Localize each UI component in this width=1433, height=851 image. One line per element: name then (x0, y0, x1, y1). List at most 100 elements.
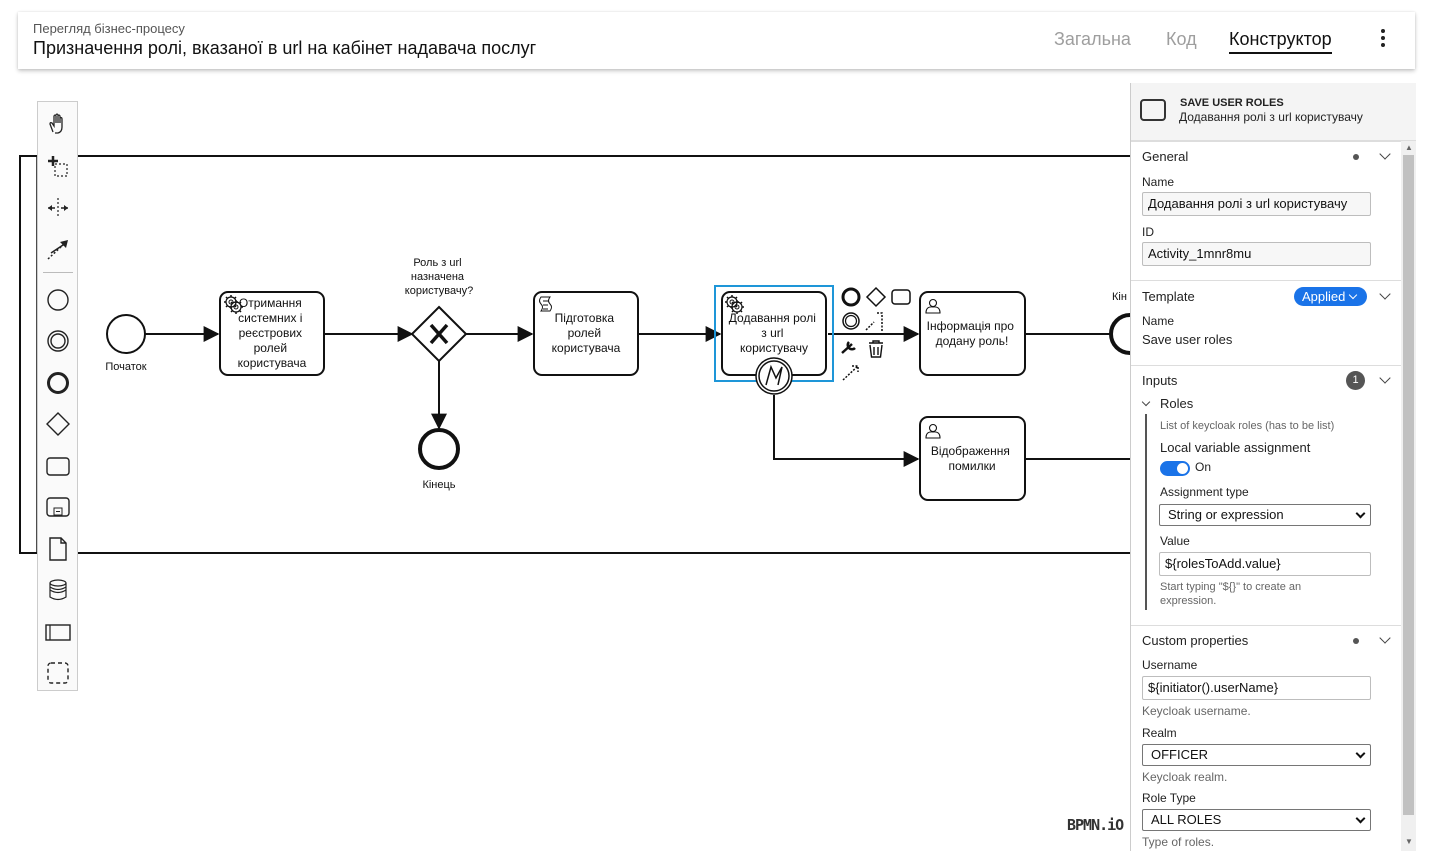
section-inputs: Inputs 1 Roles List of keycloak roles (h… (1131, 365, 1401, 626)
realm-select[interactable]: OFFICER (1142, 744, 1371, 766)
lasso-tool-icon[interactable] (45, 153, 71, 179)
gateway-icon[interactable] (45, 411, 71, 437)
end-event-1[interactable]: Кінець (418, 428, 460, 491)
gateway-x-icon (429, 323, 449, 345)
end-event-2[interactable]: Кін (1109, 291, 1130, 355)
section-inputs-title[interactable]: Inputs (1142, 373, 1178, 388)
global-connect-tool-icon[interactable] (45, 236, 71, 262)
name-input[interactable]: Додавання ролі з url користувачу (1142, 192, 1371, 216)
value-textarea[interactable]: ${rolesToAdd.value} (1159, 552, 1371, 576)
sequence-flows[interactable] (145, 326, 1130, 467)
append-end-event-icon (841, 287, 861, 307)
pool-icon[interactable] (45, 619, 71, 645)
realm-hint: Keycloak realm. (1142, 770, 1228, 784)
start-event-icon[interactable] (45, 287, 71, 313)
service-task-icon (1140, 99, 1166, 121)
svg-text:Відображення помилки: Відображення помилки (931, 444, 1013, 473)
tab-code[interactable]: Код (1166, 29, 1197, 49)
element-type: SAVE USER ROLES (1180, 97, 1284, 109)
start-event-label: Початок (105, 361, 146, 373)
value-label: Value (1160, 534, 1190, 548)
roles-chevron-icon[interactable] (1141, 397, 1151, 407)
page-header: Перегляд бізнес-процесу Призначення ролі… (18, 12, 1415, 69)
section-dot-indicator (1353, 154, 1359, 160)
template-name-label: Name (1142, 314, 1175, 328)
error-icon (765, 364, 783, 386)
local-variable-toggle[interactable] (1160, 461, 1190, 476)
template-name-value: Save user roles (1142, 332, 1233, 347)
chevron-down-icon[interactable] (1379, 372, 1391, 384)
change-type-wrench-icon (841, 341, 856, 354)
section-template: Template Applied Name Save user roles (1131, 280, 1401, 365)
data-store-icon[interactable] (45, 577, 71, 603)
task-get-roles[interactable]: Отримання системних і реєстрових ролей к… (219, 291, 325, 376)
task-show-error[interactable]: Відображення помилки (919, 416, 1026, 501)
bpmn-diagram[interactable]: Початок Отримання системних і реєстрових… (0, 0, 1130, 851)
assignment-type-select[interactable]: String or expression (1159, 504, 1371, 526)
script-task-icon (539, 296, 552, 312)
username-hint: Keycloak username. (1142, 704, 1251, 718)
local-variable-label: Local variable assignment (1160, 440, 1311, 455)
name-label: Name (1142, 175, 1175, 189)
svg-text:Додавання ролі з url: Додавання ролі з url користувачу (729, 311, 819, 355)
boundary-error-event[interactable] (755, 357, 793, 395)
append-gateway-icon (865, 286, 887, 308)
username-input[interactable]: ${initiator().userName} (1142, 676, 1371, 700)
section-general: General Name Додавання ролі з url корист… (1131, 141, 1401, 280)
end-event-label: Кінець (422, 479, 455, 491)
chevron-down-icon[interactable] (1379, 288, 1391, 300)
properties-panel: SAVE USER ROLES Додавання ролі з url кор… (1130, 83, 1416, 851)
tab-general[interactable]: Загальна (1054, 29, 1131, 49)
section-general-title[interactable]: General (1142, 149, 1189, 164)
scrollbar-thumb[interactable] (1403, 155, 1414, 815)
role-type-label: Role Type (1142, 791, 1196, 805)
value-hint-line1: Start typing "${}" to create an (1160, 581, 1302, 593)
value-hint-line2: expression. (1160, 595, 1217, 607)
gateway-label: Роль з url назначена користувачу? (405, 257, 473, 297)
section-template-title[interactable]: Template (1142, 289, 1195, 304)
element-name: Додавання ролі з url користувачу (1179, 110, 1363, 124)
role-type-hint: Type of roles. (1142, 835, 1215, 849)
end-event-2-label: Кін (1112, 291, 1127, 303)
more-menu-icon[interactable] (1376, 26, 1390, 52)
chevron-down-icon[interactable] (1379, 632, 1391, 644)
panel-header: SAVE USER ROLES Додавання ролі з url кор… (1131, 83, 1416, 141)
applied-badge[interactable]: Applied (1294, 287, 1367, 306)
id-input[interactable]: Activity_1mnr8mu (1142, 242, 1371, 266)
tab-constructor[interactable]: Конструктор (1229, 29, 1332, 54)
delete-trash-icon (869, 340, 883, 358)
chevron-down-icon[interactable] (1379, 148, 1391, 160)
bpmn-io-logo[interactable]: BPMN.iO (1067, 816, 1124, 834)
group-icon[interactable] (45, 660, 71, 686)
subprocess-icon[interactable] (45, 494, 71, 520)
inputs-count-badge: 1 (1346, 371, 1365, 390)
connect-arrow-icon (842, 365, 859, 381)
task-prepare-roles[interactable]: Підготовка ролей користувача (533, 291, 639, 376)
task-role-info[interactable]: Інформація про додану роль! (919, 291, 1026, 376)
panel-scrollbar[interactable]: ▲ ▼ (1401, 141, 1416, 851)
space-tool-icon[interactable] (45, 195, 71, 221)
section-custom-properties: Custom properties Username ${initiator()… (1131, 625, 1401, 851)
svg-text:Отримання системних і: Отримання системних і реєстрових ролей к… (238, 296, 307, 370)
exclusive-gateway[interactable]: Роль з url назначена користувачу? (405, 257, 473, 363)
task-add-role-selected[interactable]: Додавання ролі з url користувачу (714, 285, 834, 395)
page-subtitle: Перегляд бізнес-процесу (33, 21, 185, 36)
toggle-state-label: On (1195, 460, 1212, 474)
section-custom-title[interactable]: Custom properties (1142, 633, 1249, 648)
role-type-select[interactable]: ALL ROLES (1142, 809, 1371, 831)
append-text-annotation-icon (865, 312, 883, 331)
context-pad[interactable] (841, 286, 911, 381)
append-task-icon (891, 289, 911, 305)
roles-title[interactable]: Roles (1160, 396, 1194, 411)
svg-text:Інформація про додану ро: Інформація про додану роль! (927, 319, 1018, 348)
section-dot-indicator (1353, 638, 1359, 644)
task-icon[interactable] (45, 453, 71, 479)
hand-tool-icon[interactable] (45, 111, 71, 137)
end-event-icon[interactable] (45, 370, 71, 396)
start-event[interactable]: Початок (105, 314, 147, 373)
svg-text:Підготовка ролей к: Підготовка ролей користувача (552, 311, 621, 355)
data-object-icon[interactable] (45, 536, 71, 562)
intermediate-event-icon[interactable] (45, 328, 71, 354)
username-label: Username (1142, 658, 1198, 672)
roles-description: List of keycloak roles (has to be list) (1160, 420, 1335, 432)
